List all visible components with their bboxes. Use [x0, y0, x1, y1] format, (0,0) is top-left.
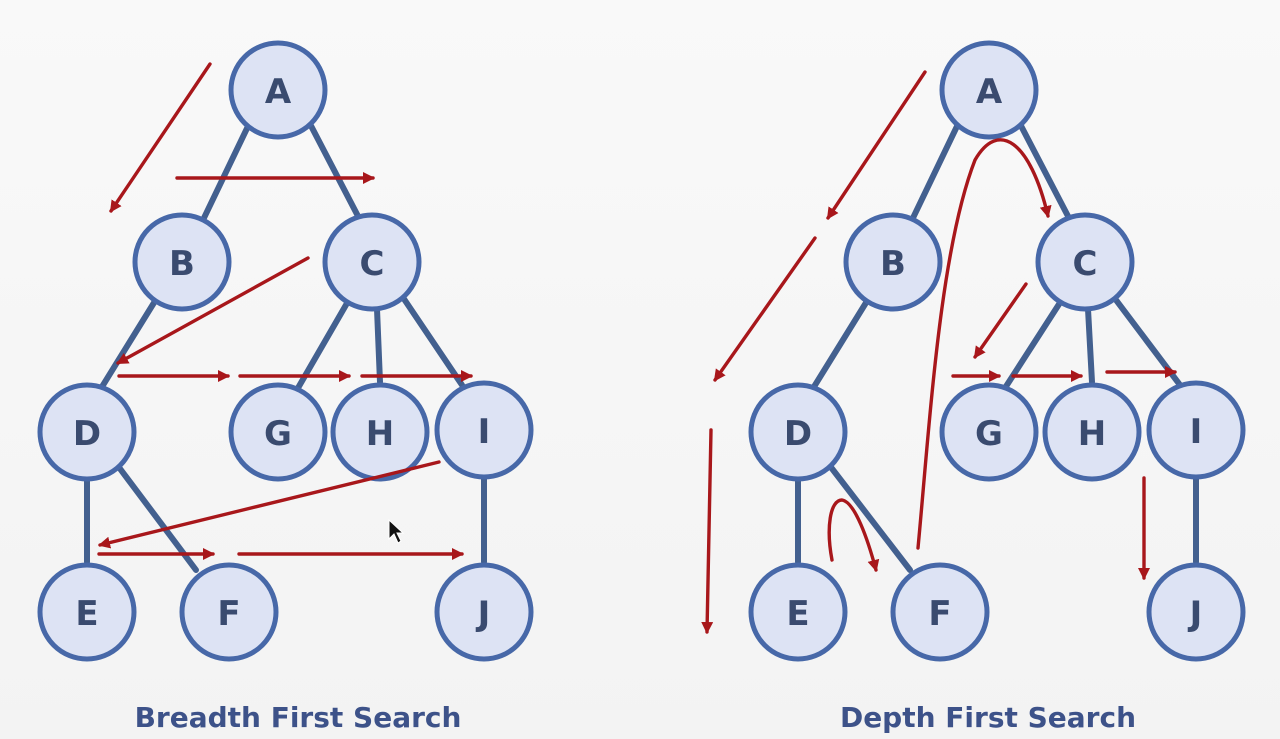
bfs-caption: Breadth First Search [135, 701, 462, 734]
dfs-arrow-2 [713, 236, 817, 382]
bfs-node-f: F [179, 562, 279, 662]
dfs-node-i: I [1146, 380, 1246, 480]
dfs-node-j-label: J [1188, 594, 1203, 634]
bfs-edge-b-d [97, 290, 163, 393]
bfs-node-e: E [37, 562, 137, 662]
bfs-node-g-label: G [264, 414, 292, 454]
dfs-node-a-label: A [976, 72, 1003, 112]
dfs-node-c: C [1035, 212, 1135, 312]
dfs-edge-a-c [1015, 117, 1073, 223]
dfs-arrow-1 [826, 70, 927, 220]
dfs-node-c-label: C [1073, 244, 1098, 284]
bfs-edge-a-c [305, 117, 363, 223]
dfs-node-f-label: F [928, 594, 951, 634]
bfs-node-i-label: I [478, 412, 491, 452]
dfs-node-d-label: D [784, 414, 812, 454]
dfs-edge-b-d [809, 290, 875, 393]
dfs-tree: A B C D G H I [701, 40, 1246, 734]
bfs-node-b-label: B [169, 244, 195, 284]
bfs-node-j-label: J [476, 594, 491, 634]
dfs-edge-a-b [909, 117, 963, 223]
bfs-node-f-label: F [217, 594, 240, 634]
dfs-node-j: J [1146, 562, 1246, 662]
dfs-edge-d-f [827, 463, 913, 573]
dfs-node-a: A [939, 40, 1039, 140]
dfs-node-f: F [890, 562, 990, 662]
bfs-node-b: B [132, 212, 232, 312]
dfs-arrow-4 [827, 498, 880, 572]
bfs-edge-c-h [374, 306, 383, 385]
bfs-node-j: J [434, 562, 534, 662]
bfs-node-g: G [228, 382, 328, 482]
dfs-node-b: B [843, 212, 943, 312]
bfs-traversal-arrows [97, 62, 473, 560]
dfs-traversal-arrows [701, 70, 1177, 634]
dfs-arrow-3 [701, 428, 714, 634]
dfs-node-i-label: I [1190, 412, 1203, 452]
dfs-arrow-5 [916, 138, 1052, 550]
bfs-arrow-1 [109, 62, 212, 213]
dfs-edges [795, 117, 1199, 573]
dfs-node-b-label: B [880, 244, 906, 284]
mouse-cursor-icon [388, 518, 405, 544]
dfs-caption: Depth First Search [840, 701, 1136, 734]
dfs-node-g: G [939, 382, 1039, 482]
dfs-node-h: H [1042, 382, 1142, 482]
bfs-node-i: I [434, 380, 534, 480]
bfs-node-h: H [330, 382, 430, 482]
dfs-arrow-6 [973, 282, 1028, 359]
dfs-edge-c-g [1002, 295, 1066, 391]
dfs-node-e-label: E [786, 594, 809, 634]
bfs-tree: A B C D G H I [37, 40, 534, 734]
bfs-node-d: D [37, 382, 137, 482]
bfs-node-c-label: C [360, 244, 385, 284]
bfs-node-a: A [228, 40, 328, 140]
bfs-edge-c-i [399, 293, 465, 388]
bfs-edges [84, 117, 487, 573]
bfs-edge-c-g [295, 295, 353, 391]
dfs-node-g-label: G [975, 414, 1003, 454]
dfs-node-e: E [748, 562, 848, 662]
bfs-arrow-7 [98, 460, 441, 549]
bfs-edge-a-b [200, 117, 254, 223]
bfs-node-d-label: D [73, 414, 101, 454]
dfs-node-d: D [748, 382, 848, 482]
bfs-node-h-label: H [366, 414, 394, 454]
bfs-node-a-label: A [265, 72, 292, 112]
bfs-node-c: C [322, 212, 422, 312]
dfs-edge-c-h [1085, 306, 1095, 385]
bfs-node-e-label: E [75, 594, 98, 634]
dfs-node-h-label: H [1078, 414, 1106, 454]
bfs-arrow-3 [116, 256, 310, 365]
